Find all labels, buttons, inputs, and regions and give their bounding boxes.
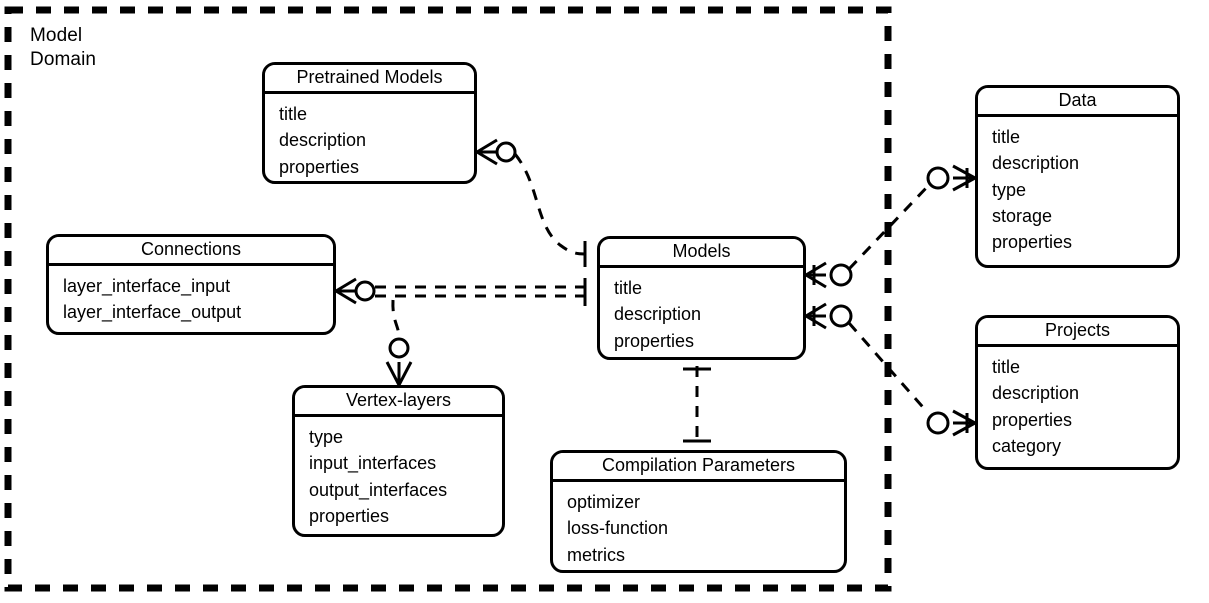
relationship-connections-to-models <box>327 277 587 306</box>
entity-attributes-vertex-layers: type input_interfaces output_interfaces … <box>295 417 502 534</box>
entity-title-projects: Projects <box>978 318 1177 347</box>
attribute: title <box>992 127 1021 147</box>
entity-projects[interactable]: Projects title description properties ca… <box>975 315 1180 470</box>
entity-pretrained-models[interactable]: Pretrained Models title description prop… <box>262 62 477 184</box>
entity-attributes-compilation-parameters: optimizer loss-function metrics <box>553 482 844 570</box>
entity-title-data: Data <box>978 88 1177 117</box>
attribute: metrics <box>567 544 625 565</box>
attribute: category <box>992 435 1062 456</box>
relationship-models-to-data <box>805 164 976 289</box>
attribute: properties <box>992 232 1073 253</box>
model-domain-label: Model Domain <box>30 25 97 71</box>
relationship-pretrained-models-to-models <box>468 138 587 267</box>
attribute: description <box>992 383 1080 404</box>
attribute: description <box>279 130 367 151</box>
attribute: title <box>992 357 1021 377</box>
attribute: optimizer <box>567 492 641 512</box>
entity-title-compilation-parameters: Compilation Parameters <box>553 453 844 482</box>
entity-title-vertex-layers: Vertex-layers <box>295 388 502 417</box>
attribute: description <box>614 304 702 325</box>
relationship-models-to-compilation-parameters <box>683 366 711 443</box>
attribute: properties <box>614 330 695 351</box>
entity-connections[interactable]: Connections layer_interface_input layer_… <box>46 234 336 335</box>
entity-vertex-layers[interactable]: Vertex-layers type input_interfaces outp… <box>292 385 505 537</box>
attribute: properties <box>279 156 360 177</box>
attribute: type <box>992 179 1027 200</box>
entity-attributes-data: title description type storage propertie… <box>978 117 1177 261</box>
attribute: description <box>992 153 1080 174</box>
entity-attributes-connections: layer_interface_input layer_interface_ou… <box>49 266 333 332</box>
attribute: input_interfaces <box>309 453 437 474</box>
entity-data[interactable]: Data title description type storage prop… <box>975 85 1180 268</box>
attribute: storage <box>992 205 1053 226</box>
entity-title-models: Models <box>600 239 803 268</box>
entity-attributes-projects: title description properties category <box>978 347 1177 465</box>
attribute: properties <box>309 505 390 526</box>
attribute: properties <box>992 409 1073 430</box>
attribute: output_interfaces <box>309 479 448 500</box>
attribute: type <box>309 427 344 447</box>
attribute: loss-function <box>567 518 669 539</box>
relationship-models-to-projects <box>805 302 976 437</box>
entity-compilation-parameters[interactable]: Compilation Parameters optimizer loss-fu… <box>550 450 847 573</box>
entity-attributes-pretrained-models: title description properties <box>265 94 474 181</box>
attribute: layer_interface_input <box>63 276 231 296</box>
entity-title-pretrained-models: Pretrained Models <box>265 65 474 94</box>
attribute: title <box>614 278 643 298</box>
attribute: layer_interface_output <box>63 302 242 323</box>
attribute: title <box>279 104 308 124</box>
entity-title-connections: Connections <box>49 237 333 266</box>
entity-attributes-models: title description properties <box>600 268 803 357</box>
entity-models[interactable]: Models title description properties <box>597 236 806 360</box>
relationship-connections-to-vertex-layers <box>385 299 413 386</box>
